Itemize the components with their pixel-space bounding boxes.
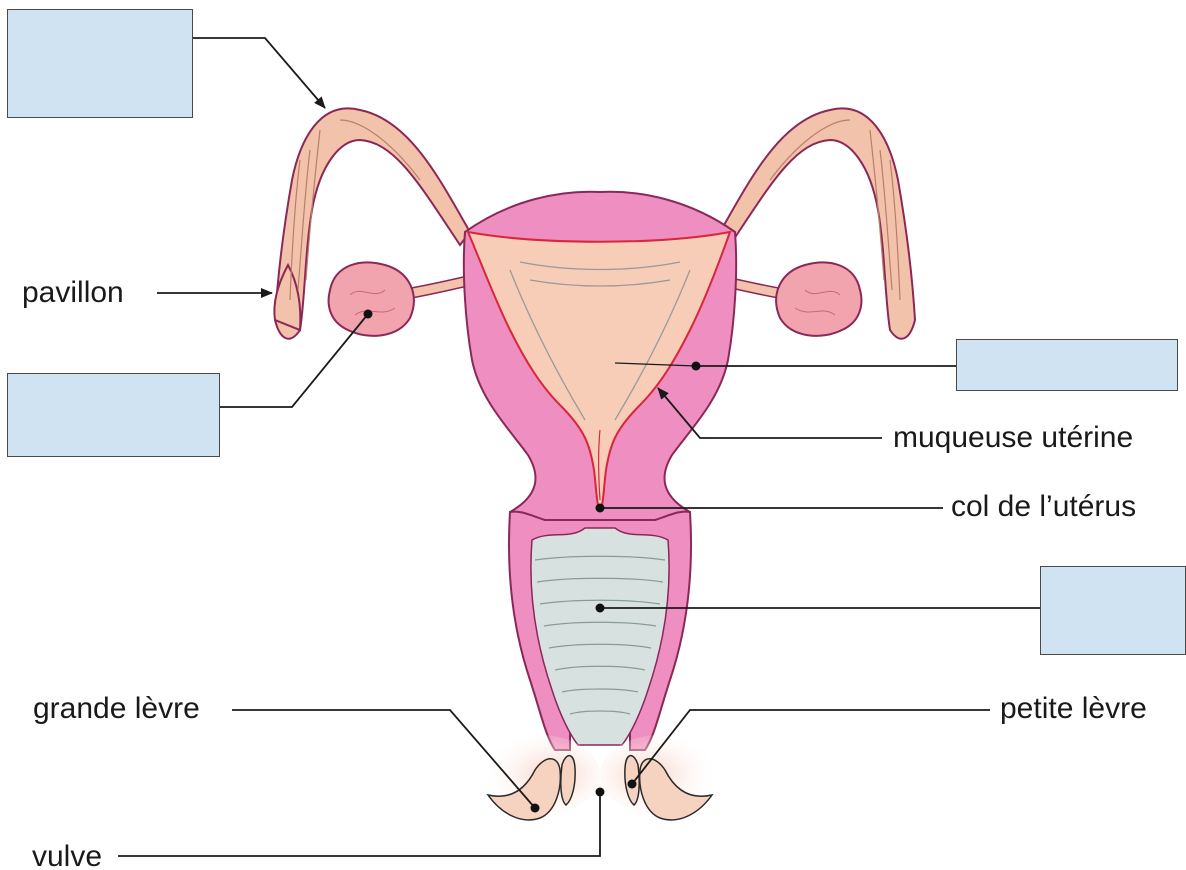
label-col-uterus: col de l’utérus xyxy=(951,492,1136,522)
label-grande-levre: grande lèvre xyxy=(33,694,200,724)
answer-box-vagin[interactable] xyxy=(1040,566,1186,655)
answer-box-trompe[interactable] xyxy=(7,9,193,118)
label-muqueuse-uterine: muqueuse utérine xyxy=(893,423,1133,453)
label-petite-levre: petite lèvre xyxy=(1000,694,1147,724)
right-ovary xyxy=(776,262,861,335)
label-vulve: vulve xyxy=(32,842,102,870)
left-ovary xyxy=(329,262,414,335)
label-pavillon: pavillon xyxy=(22,278,124,308)
leader-trompe xyxy=(193,38,325,108)
answer-box-ovaire[interactable] xyxy=(7,373,220,457)
answer-box-uterus[interactable] xyxy=(956,339,1178,391)
